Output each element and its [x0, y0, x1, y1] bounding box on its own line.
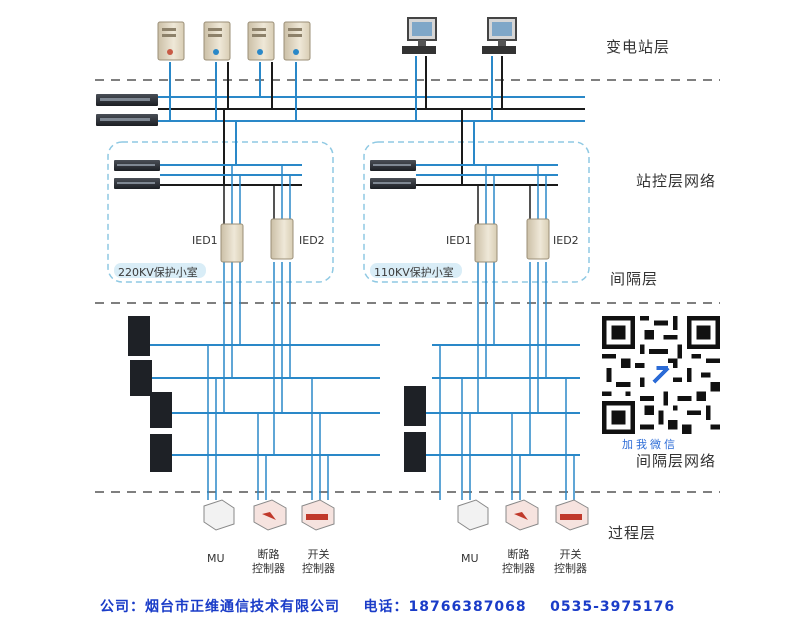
switch-controller-icon — [301, 499, 335, 531]
phone-label: 电话： — [363, 599, 409, 615]
server-icon — [247, 21, 275, 61]
mu-device-icon — [457, 499, 489, 531]
layer-label-bay-network: 间隔层网络 — [636, 452, 717, 470]
phone-mobile[interactable]: 18766387068 — [408, 599, 527, 615]
switch-label-line1: 开关 — [559, 548, 582, 561]
switch-controller-icon — [555, 499, 589, 531]
server-icon — [283, 21, 311, 61]
ied-server-icon — [270, 218, 294, 260]
breaker-label-line2: 控制器 — [252, 562, 285, 575]
bay-switch-icon — [404, 386, 426, 472]
room-220kv-label-bg — [114, 263, 206, 278]
phone-landline[interactable]: 0535-3975176 — [550, 599, 676, 615]
switch-icon — [370, 160, 416, 171]
layer-label-station-network: 站控层网络 — [636, 172, 717, 190]
room-110kv-box — [363, 141, 590, 283]
ied-server-icon — [474, 223, 498, 263]
ied-server-icon — [526, 218, 550, 260]
switch-label-line2: 控制器 — [554, 562, 587, 575]
switch-icon — [114, 160, 160, 171]
breaker-label-line1: 断路 — [257, 548, 280, 561]
switch-icon — [114, 178, 160, 189]
mu-label-left: MU — [207, 552, 225, 565]
bay-switch-icon — [128, 316, 172, 472]
ied1-label-left: IED1 — [192, 234, 218, 247]
layer-label-substation: 变电站层 — [606, 38, 671, 56]
switch-label-left: 开关 控制器 — [302, 548, 335, 576]
breaker-controller-icon — [505, 499, 539, 531]
server-icon — [203, 21, 231, 61]
bay-network-right — [420, 262, 580, 500]
breaker-label-right: 断路 控制器 — [502, 548, 535, 576]
workstation-icon — [482, 17, 517, 54]
breaker-label-line2: 控制器 — [502, 562, 535, 575]
wechat-qr-code[interactable] — [600, 316, 722, 434]
switch-icon — [370, 178, 416, 189]
mu-device-icon — [203, 499, 235, 531]
qr-caption: 加我微信 — [622, 438, 678, 451]
workstation-icon — [402, 17, 437, 54]
room-left-network — [160, 164, 302, 230]
room-right-network — [416, 164, 558, 230]
ied1-label-right: IED1 — [446, 234, 472, 247]
room-220kv-box — [107, 141, 334, 283]
breaker-controller-icon — [253, 499, 287, 531]
bay-network-left — [150, 262, 380, 500]
ied2-label-right: IED2 — [553, 234, 579, 247]
ied2-label-left: IED2 — [299, 234, 325, 247]
footer-contact: 公司：烟台市正维通信技术有限公司 电话：18766387068 0535-397… — [100, 596, 675, 616]
room-label-220kv: 220KV保护小室 — [118, 266, 198, 279]
layer-separators — [95, 79, 720, 493]
layer-label-process: 过程层 — [608, 524, 657, 542]
switch-label-line2: 控制器 — [302, 562, 335, 575]
switch-icon — [96, 114, 158, 126]
breaker-label-line1: 断路 — [507, 548, 530, 561]
ied-server-icon — [220, 223, 244, 263]
station-bus — [158, 56, 585, 185]
breaker-label-left: 断路 控制器 — [252, 548, 285, 576]
server-icon — [157, 21, 185, 61]
layer-label-bay: 间隔层 — [610, 270, 659, 288]
switch-label-line1: 开关 — [307, 548, 330, 561]
mu-label-right: MU — [461, 552, 479, 565]
switch-label-right: 开关 控制器 — [554, 548, 587, 576]
room-label-110kv: 110KV保护小室 — [374, 266, 454, 279]
company-name: 公司：烟台市正维通信技术有限公司 — [100, 599, 340, 615]
switch-icon — [96, 94, 158, 106]
room-110kv-label-bg — [370, 263, 462, 278]
